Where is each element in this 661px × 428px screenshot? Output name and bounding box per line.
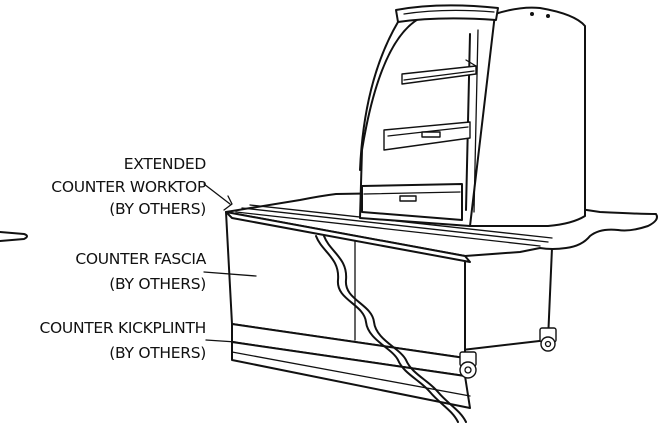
label-extended-counter-worktop: EXTENDED COUNTER WORKTOP (BY OTHERS) bbox=[51, 155, 206, 218]
power-cable bbox=[315, 235, 467, 423]
label-counter-kickplinth: COUNTER KICKPLINTH (BY OTHERS) bbox=[39, 319, 206, 362]
side-fixing-dot bbox=[530, 12, 534, 16]
kickplinth-label-line2: (BY OTHERS) bbox=[109, 344, 206, 362]
cabinet-base-deck bbox=[361, 183, 463, 221]
callout-leaders bbox=[203, 183, 257, 343]
worktop-label-line1: EXTENDED bbox=[124, 155, 207, 173]
worktop-label-line3: (BY OTHERS) bbox=[109, 200, 206, 218]
side-fixing-dot bbox=[546, 14, 550, 18]
castors bbox=[459, 327, 557, 379]
fascia-label-line2: (BY OTHERS) bbox=[109, 275, 206, 293]
cabinet-canopy bbox=[395, 4, 499, 23]
cabinet-shelf-2 bbox=[383, 121, 471, 151]
label-counter-fascia: COUNTER FASCIA (BY OTHERS) bbox=[75, 250, 207, 293]
worktop-label-line2: COUNTER WORKTOP bbox=[51, 178, 206, 196]
fascia-label-line1: COUNTER FASCIA bbox=[75, 250, 206, 268]
adjacent-counter-edge bbox=[0, 231, 28, 242]
display-cabinet bbox=[359, 4, 586, 227]
cabinet-shelf-1 bbox=[401, 59, 477, 85]
kickplinth-label-line1: COUNTER KICKPLINTH bbox=[39, 319, 206, 337]
